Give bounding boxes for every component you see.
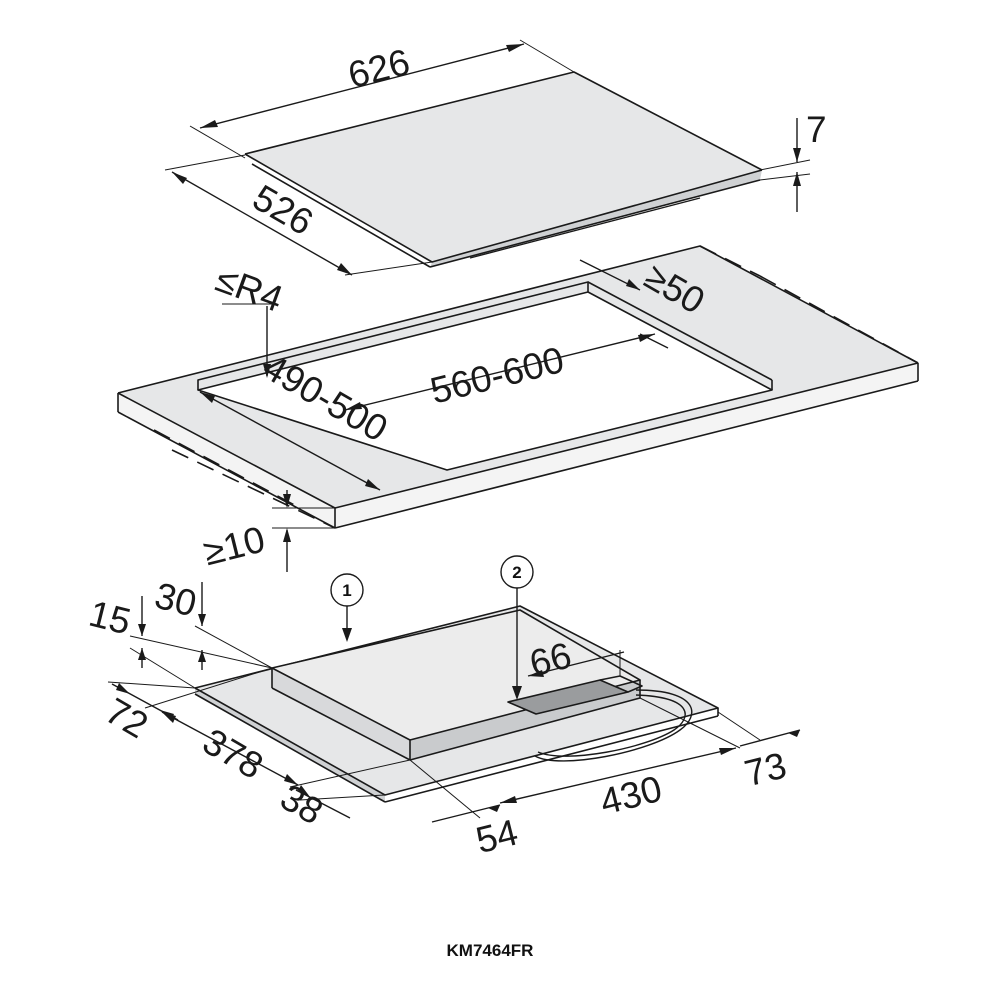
dim-r4-label: ≤R4	[211, 258, 289, 320]
dim-72-label: 72	[99, 690, 155, 746]
dim-430-line	[499, 697, 741, 804]
callout-2-number: 2	[512, 563, 521, 582]
dim-38-line	[295, 785, 386, 819]
dim-66-label: 66	[526, 635, 576, 685]
dim-30-label: 30	[151, 575, 201, 625]
callout-1	[330, 573, 364, 642]
dim-560-600-line	[344, 333, 656, 411]
dim-10-label: ≥10	[199, 519, 269, 574]
dim-54-line	[409, 759, 501, 823]
dim-378-line	[161, 711, 411, 788]
dim-73-label: 73	[741, 745, 791, 795]
dim-7-label: 7	[806, 109, 827, 150]
dim-73-line	[717, 711, 801, 747]
dim-38-label: 38	[274, 776, 330, 832]
callout-1-number: 1	[342, 581, 351, 600]
hob-underside	[194, 605, 719, 803]
dim-15-label: 15	[85, 593, 135, 643]
callout-2	[500, 555, 534, 700]
dim-66-line	[527, 650, 625, 677]
dim-30-line	[194, 582, 273, 670]
dim-430-label: 430	[596, 768, 666, 823]
dim-626-label: 626	[344, 41, 414, 96]
model-number: KM7464FR	[447, 941, 534, 960]
dim-626-line	[189, 39, 575, 159]
worktop-cutout	[117, 245, 919, 529]
dim-490-500-line	[199, 391, 381, 491]
dim-15-line	[129, 596, 273, 689]
dim-7-line	[759, 118, 811, 212]
dim-10-line	[272, 490, 335, 572]
dim-526-line	[164, 154, 433, 276]
dim-54-label: 54	[472, 811, 522, 861]
hob-glass-plate	[244, 71, 763, 268]
